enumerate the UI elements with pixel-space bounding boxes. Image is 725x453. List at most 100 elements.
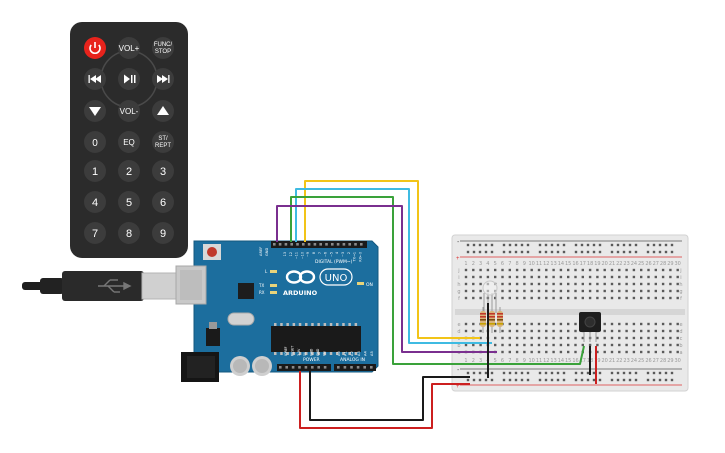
power-pin-hole[interactable] bbox=[279, 366, 282, 369]
breadboard-hole[interactable] bbox=[515, 329, 519, 333]
breadboard-hole[interactable] bbox=[632, 336, 636, 340]
breadboard-hole[interactable] bbox=[603, 322, 606, 326]
rail-hole[interactable] bbox=[484, 371, 488, 375]
next-button[interactable] bbox=[152, 68, 174, 90]
breadboard-hole[interactable] bbox=[574, 343, 577, 347]
rail-hole[interactable] bbox=[472, 250, 476, 254]
rail-hole[interactable] bbox=[622, 250, 626, 254]
rail-hole[interactable] bbox=[574, 371, 578, 375]
rail-hole[interactable] bbox=[634, 371, 638, 375]
breadboard-hole[interactable] bbox=[654, 336, 657, 340]
breadboard-hole[interactable] bbox=[603, 275, 606, 279]
breadboard-hole[interactable] bbox=[581, 289, 584, 293]
rail-hole[interactable] bbox=[670, 250, 674, 254]
breadboard-hole[interactable] bbox=[625, 268, 628, 272]
breadboard-hole[interactable] bbox=[669, 350, 672, 354]
rail-hole[interactable] bbox=[544, 378, 548, 382]
breadboard-hole[interactable] bbox=[530, 275, 533, 279]
breadboard-hole[interactable] bbox=[523, 329, 526, 333]
breadboard-hole[interactable] bbox=[632, 343, 636, 347]
breadboard-hole[interactable] bbox=[567, 350, 570, 354]
breadboard-hole[interactable] bbox=[552, 268, 555, 272]
breadboard-hole[interactable] bbox=[676, 296, 679, 300]
breadboard-hole[interactable] bbox=[603, 343, 606, 347]
breadboard-hole[interactable] bbox=[523, 336, 526, 340]
rail-hole[interactable] bbox=[538, 371, 542, 375]
rail-hole[interactable] bbox=[586, 250, 590, 254]
breadboard-hole[interactable] bbox=[559, 336, 563, 340]
digital-pin-hole[interactable] bbox=[325, 243, 328, 246]
breadboard-hole[interactable] bbox=[661, 329, 665, 333]
breadboard-hole[interactable] bbox=[567, 289, 570, 293]
power-button[interactable] bbox=[84, 37, 106, 59]
breadboard-hole[interactable] bbox=[501, 336, 504, 340]
breadboard-hole[interactable] bbox=[625, 275, 628, 279]
breadboard-hole[interactable] bbox=[654, 343, 657, 347]
breadboard-hole[interactable] bbox=[515, 282, 519, 286]
breadboard-hole[interactable] bbox=[559, 282, 563, 286]
breadboard-hole[interactable] bbox=[501, 268, 504, 272]
breadboard-hole[interactable] bbox=[603, 268, 606, 272]
rail-hole[interactable] bbox=[670, 243, 674, 247]
breadboard-hole[interactable] bbox=[640, 350, 643, 354]
digital-pin-hole[interactable] bbox=[273, 243, 276, 246]
breadboard-hole[interactable] bbox=[574, 329, 577, 333]
rail-hole[interactable] bbox=[520, 243, 524, 247]
breadboard-hole[interactable] bbox=[640, 336, 643, 340]
rail-hole[interactable] bbox=[622, 378, 626, 382]
breadboard-hole[interactable] bbox=[669, 343, 672, 347]
breadboard-hole[interactable] bbox=[494, 268, 497, 272]
breadboard-hole[interactable] bbox=[559, 322, 563, 326]
breadboard-hole[interactable] bbox=[472, 282, 475, 286]
rail-hole[interactable] bbox=[646, 371, 650, 375]
rail-hole[interactable] bbox=[478, 371, 482, 375]
breadboard-hole[interactable] bbox=[508, 343, 511, 347]
rail-hole[interactable] bbox=[574, 243, 578, 247]
breadboard-hole[interactable] bbox=[661, 289, 665, 293]
breadboard-hole[interactable] bbox=[610, 275, 614, 279]
breadboard-hole[interactable] bbox=[669, 282, 672, 286]
breadboard-hole[interactable] bbox=[581, 343, 584, 347]
rail-hole[interactable] bbox=[598, 371, 602, 375]
analog-pin-hole[interactable] bbox=[363, 366, 366, 369]
breadboard-hole[interactable] bbox=[508, 336, 511, 340]
breadboard-hole[interactable] bbox=[625, 282, 628, 286]
rail-hole[interactable] bbox=[652, 243, 656, 247]
breadboard-hole[interactable] bbox=[479, 289, 482, 293]
rail-hole[interactable] bbox=[562, 243, 566, 247]
breadboard-hole[interactable] bbox=[508, 268, 511, 272]
breadboard-hole[interactable] bbox=[669, 296, 672, 300]
rail-hole[interactable] bbox=[508, 250, 512, 254]
breadboard-hole[interactable] bbox=[464, 343, 468, 347]
zero-button[interactable]: 0 bbox=[84, 131, 106, 153]
breadboard-hole[interactable] bbox=[537, 343, 541, 347]
rail-hole[interactable] bbox=[616, 378, 620, 382]
breadboard-hole[interactable] bbox=[552, 296, 555, 300]
rail-hole[interactable] bbox=[478, 378, 482, 382]
breadboard-hole[interactable] bbox=[676, 350, 679, 354]
digit-8-button[interactable]: 8 bbox=[118, 222, 140, 244]
breadboard-hole[interactable] bbox=[574, 336, 577, 340]
breadboard-hole[interactable] bbox=[618, 289, 621, 293]
breadboard-holes[interactable] bbox=[464, 243, 679, 382]
breadboard-hole[interactable] bbox=[603, 350, 606, 354]
breadboard-hole[interactable] bbox=[669, 322, 672, 326]
vol-up-button[interactable]: VOL+ bbox=[118, 37, 140, 59]
breadboard-hole[interactable] bbox=[501, 282, 504, 286]
rail-hole[interactable] bbox=[592, 378, 596, 382]
digital-pin-hole[interactable] bbox=[290, 243, 293, 246]
breadboard-hole[interactable] bbox=[618, 343, 621, 347]
breadboard-hole[interactable] bbox=[545, 282, 548, 286]
breadboard-hole[interactable] bbox=[618, 329, 621, 333]
breadboard-hole[interactable] bbox=[640, 268, 643, 272]
rail-hole[interactable] bbox=[544, 250, 548, 254]
rail-hole[interactable] bbox=[466, 243, 470, 247]
rail-hole[interactable] bbox=[562, 250, 566, 254]
breadboard-hole[interactable] bbox=[523, 322, 526, 326]
breadboard-hole[interactable] bbox=[567, 282, 570, 286]
breadboard-hole[interactable] bbox=[596, 282, 599, 286]
breadboard-hole[interactable] bbox=[537, 336, 541, 340]
breadboard-hole[interactable] bbox=[632, 289, 636, 293]
breadboard-hole[interactable] bbox=[545, 350, 548, 354]
breadboard-hole[interactable] bbox=[647, 350, 650, 354]
